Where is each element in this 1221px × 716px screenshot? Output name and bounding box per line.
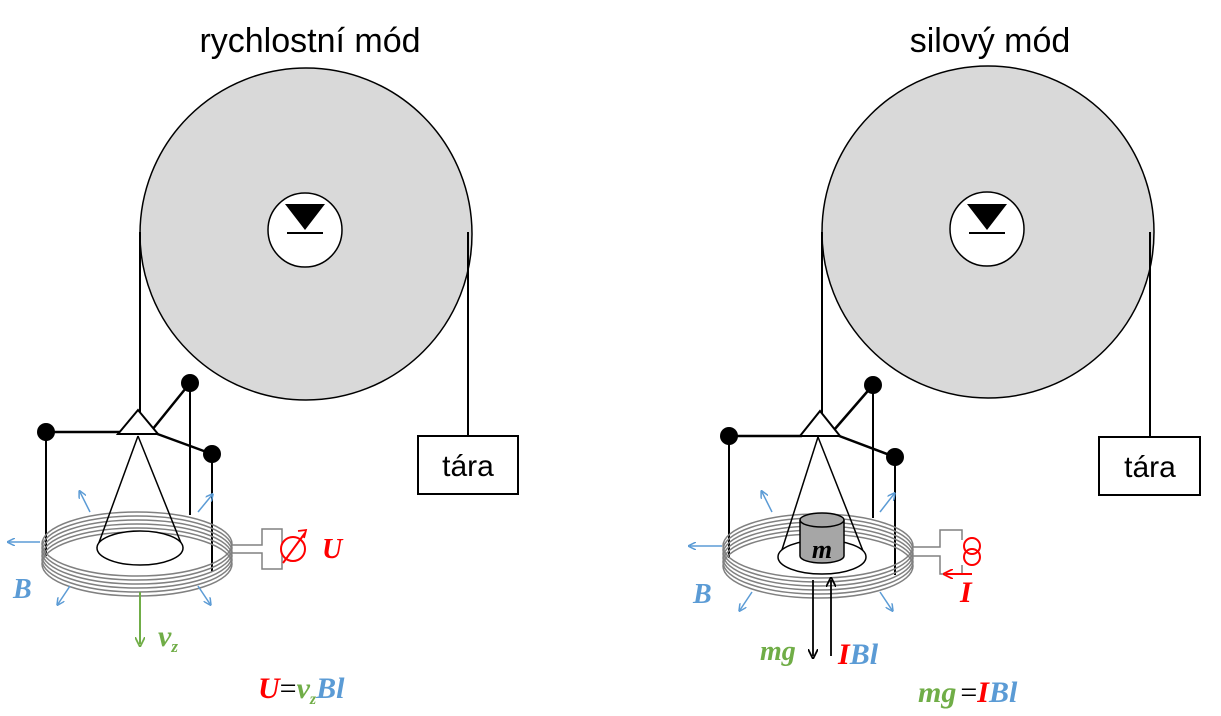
em-force-label: IBl	[837, 638, 879, 671]
current-source-icon	[963, 537, 981, 566]
right-field-label: B	[692, 579, 712, 610]
right-title: silový mód	[910, 22, 1071, 60]
left-equation: U=vzBl	[258, 672, 345, 708]
right-tare-label: tára	[1124, 451, 1176, 484]
mass-weight	[799, 512, 845, 564]
left-coil	[41, 511, 233, 597]
right-equation: mg=IBl	[918, 676, 1018, 709]
left-balance-pivot	[115, 408, 161, 435]
left-field-label: B	[12, 574, 32, 605]
right-field-arrows	[690, 492, 894, 610]
right-tare-box	[1098, 436, 1201, 496]
mass-label: m	[812, 535, 832, 564]
left-tare-box	[417, 435, 519, 495]
current-label: I	[959, 576, 973, 609]
left-field-arrows	[9, 492, 212, 604]
left-cone-base	[96, 530, 184, 566]
right-balance-pivot	[797, 409, 843, 437]
voltage-label: U	[322, 534, 344, 565]
left-title: rychlostní mód	[199, 22, 420, 60]
left-panel: rychlostní mód tára	[9, 22, 519, 708]
velocity-label: vz	[158, 620, 178, 656]
left-tare-label: tára	[442, 450, 494, 483]
left-pivot-knife-icon	[285, 204, 325, 230]
gravity-force-label: mg	[760, 636, 796, 667]
voltmeter-icon	[280, 536, 306, 562]
right-panel: silový mód tára	[690, 22, 1201, 709]
right-pivot-knife-icon	[967, 204, 1007, 230]
